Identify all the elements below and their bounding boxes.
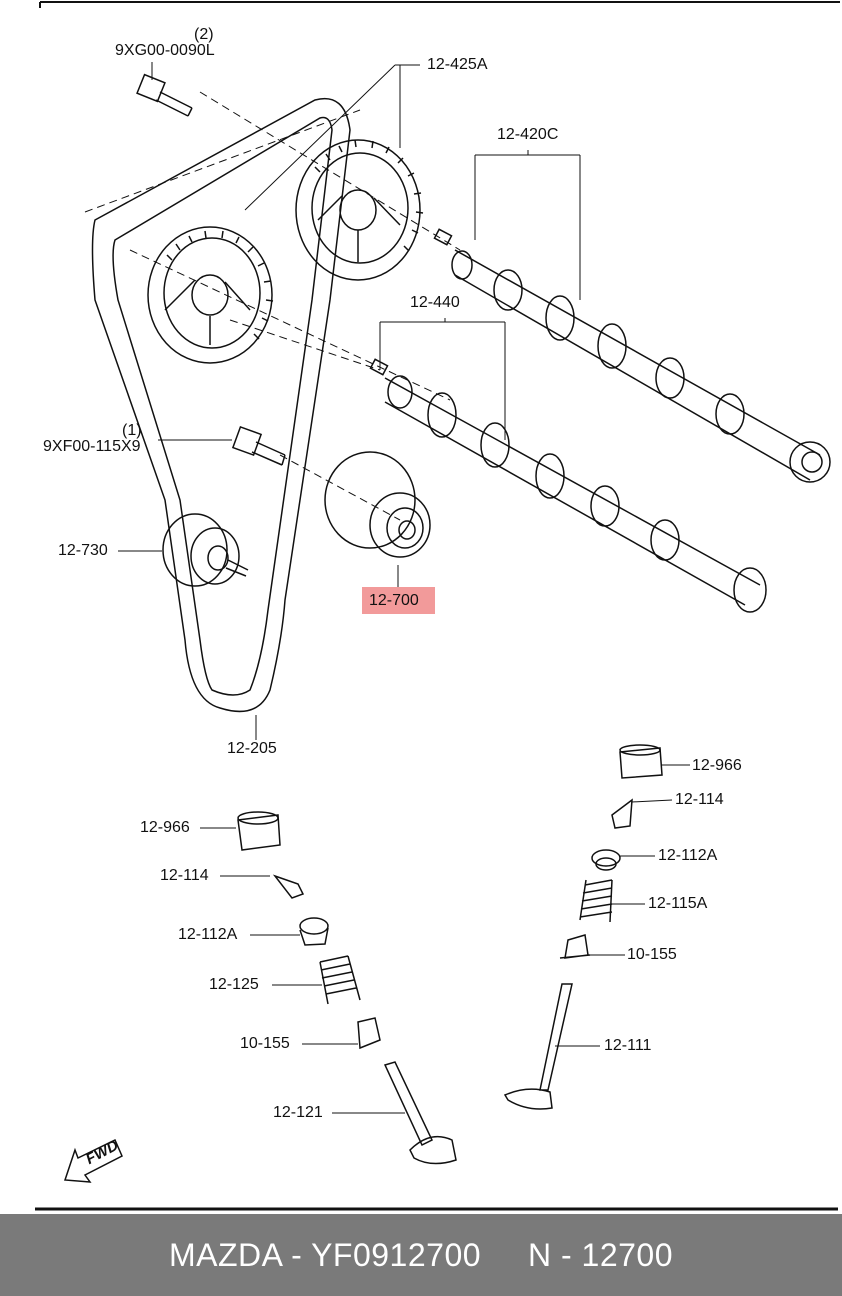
seal-left-label: 10-155 — [240, 1035, 290, 1052]
tappet-left-label: 12-966 — [140, 819, 190, 836]
camshaft-upper — [433, 228, 831, 483]
valve-assembly-right — [503, 744, 690, 1110]
valve-assembly-left — [200, 811, 457, 1165]
bolt-2 — [136, 73, 193, 117]
leader-lines — [118, 62, 581, 740]
footer-bar: MAZDA - YF0912700 N - 12700 — [0, 1214, 842, 1296]
footer-text: MAZDA - YF0912700 N - 12700 — [168, 1236, 674, 1273]
camshaft-lower — [369, 358, 767, 613]
valve-right-label: 12-111 — [604, 1037, 652, 1054]
key-right-label: 12-114 — [675, 791, 724, 808]
valve-left-label: 12-121 — [273, 1104, 323, 1121]
idler-pulley — [162, 513, 249, 587]
bolt-2-index-label: (2) — [194, 26, 214, 43]
idler-label: 12-730 — [58, 542, 108, 559]
tappet-right-label: 12-966 — [692, 757, 742, 774]
sprocket-label: 12-425A — [427, 56, 488, 73]
tensioner-pulley — [324, 451, 431, 558]
seal-right-label: 10-155 — [627, 946, 677, 963]
camshaft-2-label: 12-440 — [410, 294, 460, 311]
spring-left-label: 12-125 — [209, 976, 259, 993]
tensioner-label: 12-700 — [369, 592, 419, 609]
fwd-arrow — [63, 1138, 123, 1183]
bolt-1 — [231, 425, 286, 466]
tensioner-highlight — [362, 587, 435, 614]
bolt-1-part-label: 9XF00-115X9 — [43, 438, 141, 455]
key-left-label: 12-114 — [160, 867, 209, 884]
spring-right-label: 12-115A — [648, 895, 708, 912]
cam-sprocket-left — [147, 226, 274, 364]
camshaft-1-label: 12-420C — [497, 126, 559, 143]
bolt-2-part-label: 9XG00-0090L — [115, 42, 215, 59]
belt-label: 12-205 — [227, 740, 277, 757]
seat-right-label: 12-112A — [658, 847, 718, 864]
bolt-1-index-label: (1) — [122, 422, 142, 439]
seat-left-label: 12-112A — [178, 926, 238, 943]
timing-diagram — [35, 1, 840, 1211]
timing-belt — [91, 97, 351, 713]
cam-sprocket-right — [295, 139, 424, 281]
